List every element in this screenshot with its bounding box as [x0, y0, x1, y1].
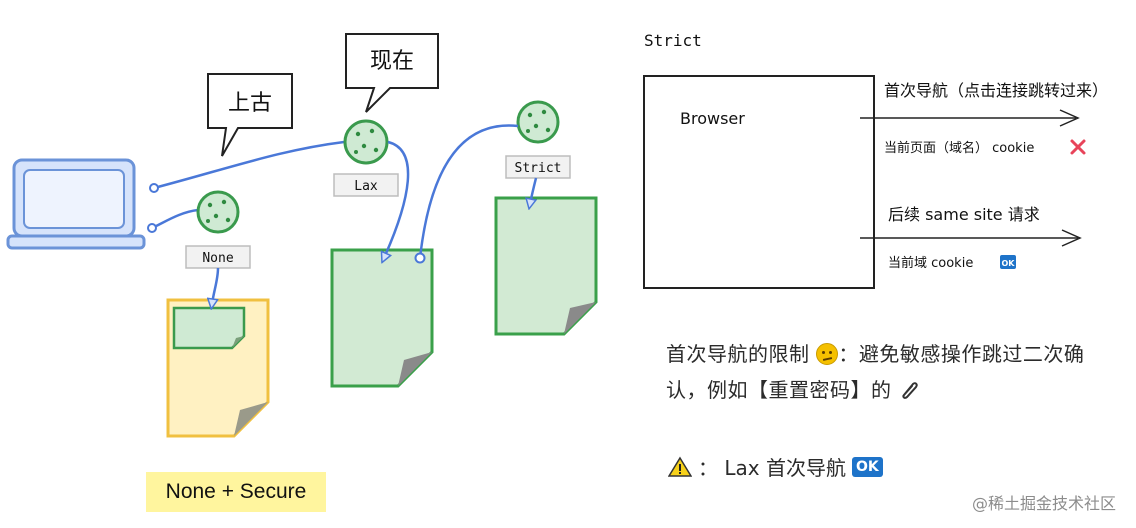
bubble-ancient-text: 上古: [228, 91, 272, 116]
cross-icon: [1070, 139, 1086, 155]
cookie-icon: [196, 190, 240, 234]
connection-port: [414, 252, 426, 264]
arrow-none-to-doc: [212, 267, 220, 304]
browser-label: Browser: [680, 109, 745, 128]
connection-port: [149, 183, 159, 193]
arrow-lax-to-doc: [384, 140, 410, 258]
warning-icon: [668, 456, 692, 477]
first-nav-limit-note: 首次导航的限制 ：避免敏感操作跳过二次确认，例如【重置密码】的: [666, 336, 1116, 408]
note-text-2: ：避免敏感操作跳过二次确认，例如【重置密码】的: [666, 342, 1085, 402]
cookie-icon: [516, 100, 560, 144]
svg-text:OK: OK: [1002, 259, 1016, 268]
document-strict: [494, 196, 598, 336]
ancient-connection-line: [153, 140, 345, 190]
none-connection-line: [151, 208, 199, 230]
document-none: [166, 298, 270, 438]
credit-watermark: @稀土掘金技术社区: [971, 494, 1116, 513]
connection-port: [147, 223, 157, 233]
ok-badge-icon: OK: [851, 456, 883, 477]
speech-bubble-now: 现在: [345, 33, 439, 113]
browser-frame: [643, 75, 875, 289]
current-page-cookie-text: 当前页面（域名） cookie: [884, 140, 1034, 156]
first-nav-text: 首次导航（点击连接跳转过来）: [884, 81, 1108, 100]
thinking-face-icon: [816, 343, 839, 365]
tag-strict: Strict: [515, 161, 562, 176]
followup-requests-text: 后续 same site 请求: [888, 205, 1040, 224]
lax-warning-line: ： Lax 首次导航 OK: [668, 452, 883, 481]
note-text-1: 首次导航的限制: [666, 342, 810, 366]
laptop-icon: [6, 158, 146, 250]
paperclip-icon: [902, 382, 919, 399]
document-lax: [330, 248, 434, 388]
arrow-strict-origin: [418, 124, 519, 259]
speech-bubble-ancient: 上古: [207, 73, 293, 157]
tag-none: None: [202, 251, 233, 266]
none-secure-label: None + Secure: [146, 472, 326, 512]
current-domain-cookie-text: 当前域 cookie: [888, 255, 973, 271]
tag-lax: Lax: [354, 179, 378, 194]
cookie-icon: [343, 119, 389, 165]
lax-first-nav-text: ： Lax 首次导航: [698, 456, 846, 480]
bubble-now-text: 现在: [370, 49, 414, 74]
strict-title: Strict: [644, 31, 702, 50]
ok-badge-icon: OK: [1000, 255, 1016, 269]
arrow-strict-to-doc: [530, 177, 538, 204]
